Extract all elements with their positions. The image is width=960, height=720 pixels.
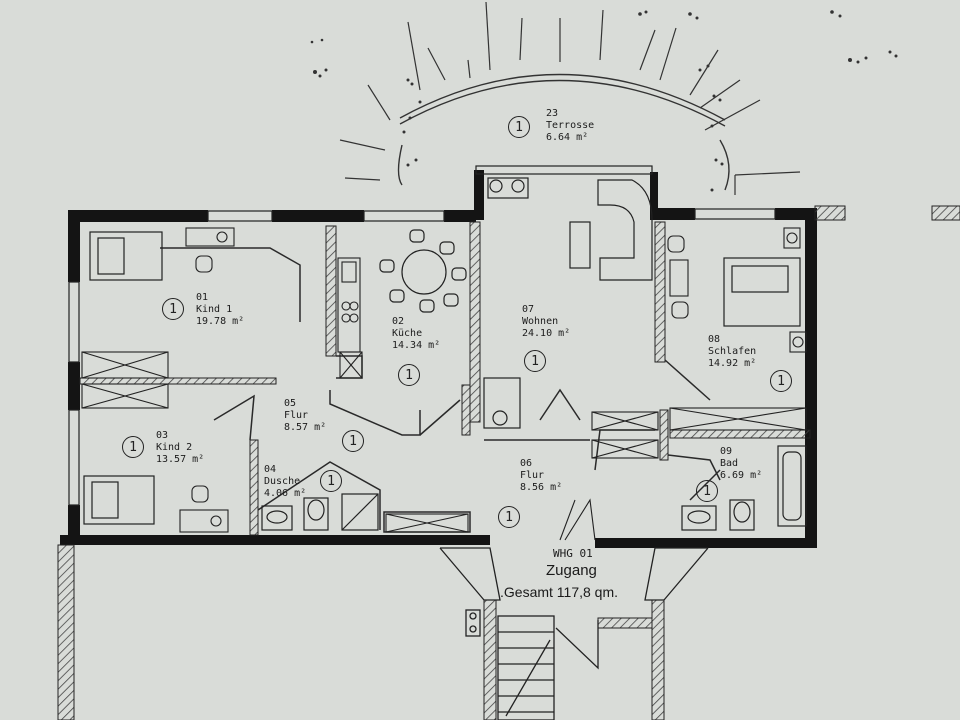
total-area-label: .Gesamt 117,8 qm. xyxy=(500,584,619,600)
room-number: 02 xyxy=(392,316,405,327)
room-area: 6.64 m² xyxy=(546,132,589,143)
room-label-wohnen: 07 Wohnen 24.10 m² xyxy=(522,304,570,340)
unit-label: WHG 01 xyxy=(553,547,593,560)
terrace-rays xyxy=(339,1,801,195)
room-marker: 1 xyxy=(498,506,520,528)
room-label-flur-06: 06 Flur 8.56 m² xyxy=(520,458,562,494)
room-label-terrosse: 23 Terrosse 6.64 m² xyxy=(546,108,594,144)
room-area: 14.92 m² xyxy=(708,358,757,369)
storage-cabinets xyxy=(81,351,807,533)
room-marker: 1 xyxy=(398,364,420,386)
desks xyxy=(179,227,807,533)
room-name: Terrosse xyxy=(546,120,595,131)
room-marker: 1 xyxy=(524,350,546,372)
kitchen-counter xyxy=(337,257,361,353)
terrace-arc xyxy=(397,73,730,191)
room-label-flur-05: 05 Flur 8.57 m² xyxy=(284,398,326,434)
room-marker: 1 xyxy=(320,470,342,492)
room-label-schlafen: 08 Schlafen 14.92 m² xyxy=(708,334,756,370)
room-marker: 1 xyxy=(696,480,718,502)
room-number: 08 xyxy=(708,334,721,345)
outer-walls xyxy=(60,170,817,548)
room-label-dusche: 04 Dusche 4.06 m² xyxy=(264,464,306,500)
room-number: 01 xyxy=(196,292,209,303)
shrubs xyxy=(310,10,898,192)
room-label-kind-2: 03 Kind 2 13.57 m² xyxy=(156,430,204,466)
room-number: 07 xyxy=(522,304,535,315)
room-label-kueche: 02 Küche 14.34 m² xyxy=(392,316,440,352)
room-name: Küche xyxy=(392,328,423,339)
room-area: 8.56 m² xyxy=(520,482,563,493)
room-number: 03 xyxy=(156,430,169,441)
room-marker: 1 xyxy=(508,116,530,138)
room-area: 24.10 m² xyxy=(522,328,571,339)
room-name: Bad xyxy=(720,458,739,469)
room-name: Flur xyxy=(284,410,309,421)
windows xyxy=(68,165,776,506)
room-name: Wohnen xyxy=(522,316,559,327)
dining-table xyxy=(379,229,467,313)
room-name: Kind 2 xyxy=(156,442,193,453)
room-marker: 1 xyxy=(122,436,144,458)
room-number: 05 xyxy=(284,398,297,409)
room-label-kind-1: 01 Kind 1 19.78 m² xyxy=(196,292,244,328)
room-marker: 1 xyxy=(162,298,184,320)
room-area: 19.78 m² xyxy=(196,316,245,327)
room-number: 23 xyxy=(546,108,559,119)
entrance-stair xyxy=(439,547,709,720)
room-label-bad: 09 Bad 6.69 m² xyxy=(720,446,762,482)
interior-lines xyxy=(160,247,721,533)
room-name: Kind 1 xyxy=(196,304,233,315)
hatched-walls xyxy=(57,205,960,720)
room-area: 6.69 m² xyxy=(720,470,763,481)
sanitary xyxy=(261,445,807,531)
room-marker: 1 xyxy=(342,430,364,452)
room-number: 04 xyxy=(264,464,277,475)
room-area: 4.06 m² xyxy=(264,488,307,499)
room-area: 14.34 m² xyxy=(392,340,441,351)
sofa xyxy=(483,177,653,429)
room-number: 06 xyxy=(520,458,533,469)
room-area: 13.57 m² xyxy=(156,454,205,465)
room-marker: 1 xyxy=(770,370,792,392)
entrance-label: Zugang xyxy=(546,562,597,579)
room-name: Flur xyxy=(520,470,545,481)
doors xyxy=(559,498,596,541)
room-number: 09 xyxy=(720,446,733,457)
room-area: 8.57 m² xyxy=(284,422,327,433)
room-name: Schlafen xyxy=(708,346,757,357)
beds xyxy=(83,231,801,525)
room-name: Dusche xyxy=(264,476,301,487)
